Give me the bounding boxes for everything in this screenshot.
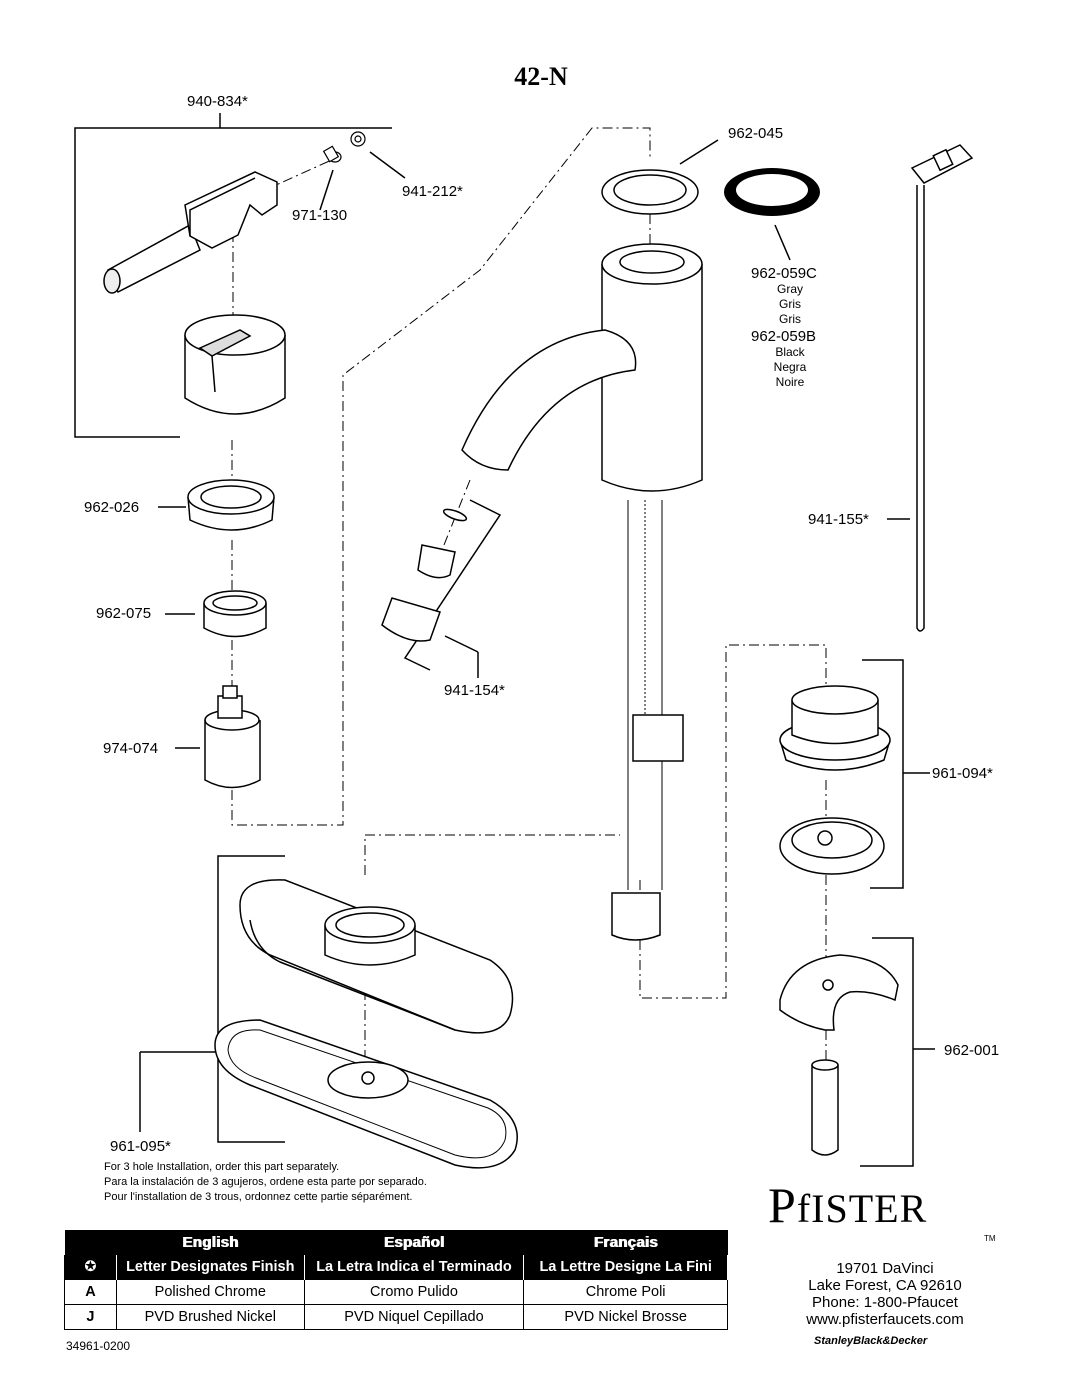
part-962-026-ring [187, 479, 275, 531]
parent-company: StanleyBlack&Decker [814, 1335, 928, 1347]
label-971-130: 971-130 [292, 207, 348, 224]
color-gray-fr: Gris [779, 312, 801, 326]
faucet-body [461, 243, 703, 941]
part-961-095-escutcheon [214, 879, 518, 1169]
address-city: Lake Forest, CA 92610 [808, 1277, 962, 1294]
finish-fr: Chrome Poli [523, 1279, 728, 1305]
color-black-es: Negra [773, 360, 807, 374]
legend-header-es: Español [304, 1230, 524, 1255]
document-number: 34961-0200 [66, 1339, 131, 1353]
note-fr: Pour l'installation de 3 trous, ordonnez… [104, 1191, 413, 1203]
table-row: J PVD Brushed Nickel PVD Niquel Cepillad… [64, 1304, 728, 1330]
brand-logo-p: P [768, 1177, 797, 1233]
color-black-en: Black [775, 345, 805, 359]
label-974-074: 974-074 [103, 740, 159, 757]
address-street: 19701 DaVinci [836, 1260, 934, 1277]
part-962-059-gasket [724, 168, 820, 216]
finish-es: Cromo Pulido [303, 1279, 525, 1305]
note-es: Para la instalación de 3 agujeros, orden… [104, 1176, 427, 1188]
legend-header-en: English [116, 1230, 305, 1255]
set-screw-971-130 [322, 145, 342, 163]
color-gray-en: Gray [776, 282, 803, 296]
finish-en: Polished Chrome [115, 1279, 305, 1305]
label-961-094: 961-094* [932, 765, 993, 782]
label-941-212: 941-212* [402, 183, 463, 200]
color-black-fr: Noire [775, 375, 805, 389]
part-962-001-plate [779, 954, 899, 1156]
button-941-212 [350, 131, 366, 147]
legend-sub-en: Letter Designates Finish [115, 1255, 305, 1280]
finish-en: PVD Brushed Nickel [115, 1304, 305, 1330]
label-962-059b: 962-059B [751, 328, 817, 345]
legend-header-fr: Français [523, 1230, 728, 1255]
note-en: For 3 hole Installation, order this part… [104, 1161, 340, 1173]
part-974-074-cartridge [204, 685, 261, 789]
label-962-001: 962-001 [944, 1042, 1000, 1059]
part-941-155-lift-rod [910, 144, 974, 632]
model-title: 42-N [514, 62, 568, 91]
part-962-045-ring [601, 169, 699, 215]
brand-logo-f: f [796, 1186, 812, 1231]
finish-legend-table: English Español Français ✪ Letter Design… [64, 1230, 728, 1330]
handle-body [184, 314, 286, 415]
handle-lever [103, 171, 278, 294]
finish-letter: A [64, 1279, 117, 1305]
label-961-095: 961-095* [110, 1138, 171, 1155]
finish-letter: J [64, 1304, 117, 1330]
legend-sub-fr: La Lettre Designe La Fini [523, 1255, 728, 1280]
label-962-075: 962-075 [96, 605, 152, 622]
label-962-045: 962-045 [728, 125, 784, 142]
brand-logo: PfISTER [768, 1176, 927, 1234]
label-940-834: 940-834* [187, 93, 248, 110]
trademark: TM [984, 1234, 996, 1243]
finish-fr: PVD Nickel Brosse [523, 1304, 728, 1330]
brand-logo-rest: ISTER [811, 1186, 928, 1231]
label-941-154: 941-154* [444, 682, 505, 699]
brand-address: 19701 DaVinci Lake Forest, CA 92610 Phon… [770, 1260, 1000, 1328]
label-962-059c: 962-059C [751, 265, 817, 282]
legend-sub-es: La Letra Indica el Terminado [303, 1255, 525, 1280]
color-gray-es: Gris [779, 297, 801, 311]
address-website: www.pfisterfaucets.com [806, 1311, 964, 1328]
part-941-154-aerator [381, 508, 468, 642]
part-962-075-nut [203, 590, 267, 638]
address-phone: Phone: 1-800-Pfaucet [812, 1294, 958, 1311]
star-icon: ✪ [64, 1255, 117, 1280]
label-962-026: 962-026 [84, 499, 140, 516]
table-row: A Polished Chrome Cromo Pulido Chrome Po… [64, 1279, 728, 1305]
label-941-155: 941-155* [808, 511, 869, 528]
legend-corner [64, 1230, 117, 1255]
part-961-094-drain [779, 685, 891, 875]
finish-es: PVD Niquel Cepillado [303, 1304, 525, 1330]
